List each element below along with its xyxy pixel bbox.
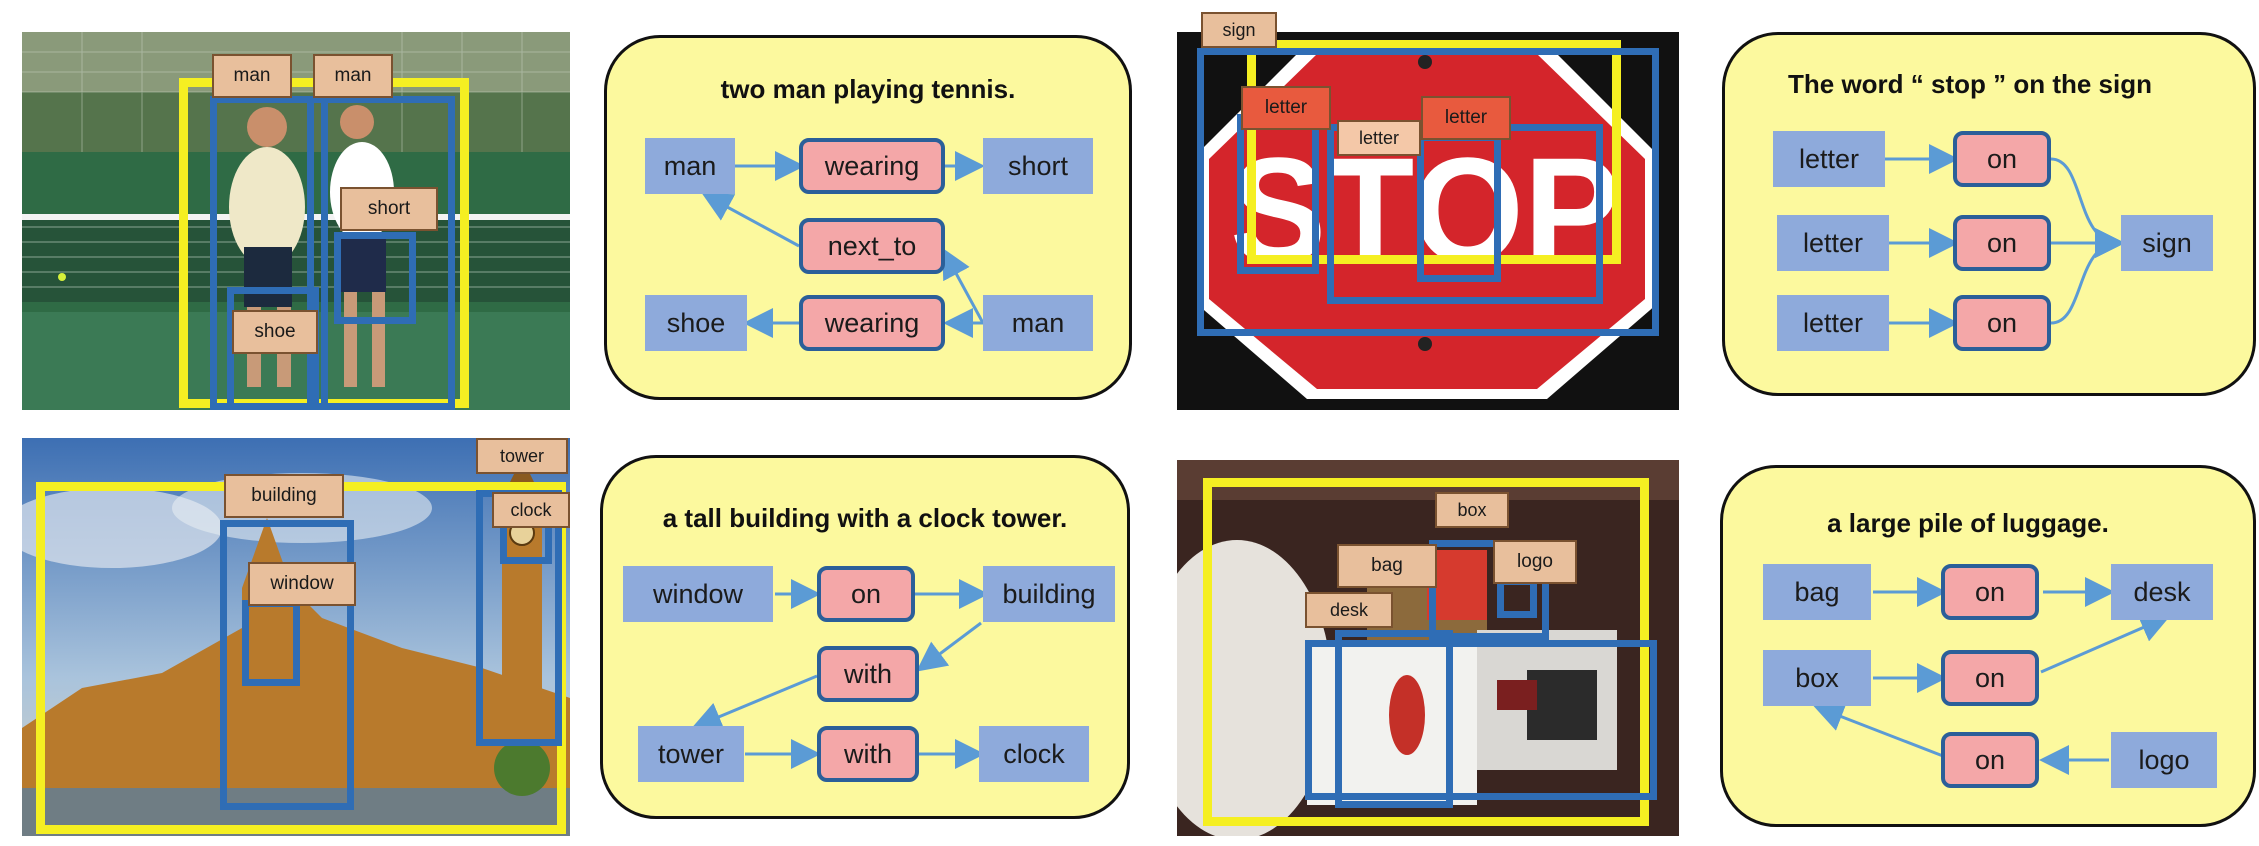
- label-man-2: man: [313, 54, 393, 98]
- node-next-to: next_to: [799, 218, 945, 274]
- caption: The word “ stop ” on the sign: [1788, 69, 2152, 99]
- graph-edges: [691, 579, 989, 769]
- node-on-3: on: [1953, 295, 2051, 351]
- bbox-logo: [1497, 578, 1537, 618]
- node-with-2: with: [817, 726, 919, 782]
- label-letter-2: letter: [1337, 120, 1421, 156]
- node-bag: bag: [1763, 564, 1871, 620]
- node-short: short: [983, 138, 1093, 194]
- node-desk: desk: [2111, 564, 2213, 620]
- scene-graph-panel-tennis: two man playing tennis. man wearing shor…: [604, 35, 1132, 400]
- node-wearing-2: wearing: [799, 295, 945, 351]
- node-logo: logo: [2111, 732, 2217, 788]
- label-box: box: [1435, 492, 1509, 528]
- label-clock: clock: [492, 492, 570, 528]
- graph-edges: [701, 151, 985, 338]
- sign-stop-text: STOP: [1230, 126, 1620, 294]
- bbox-box: [1429, 540, 1549, 640]
- bbox-yellow: [1247, 40, 1621, 264]
- bbox-window: [242, 600, 300, 686]
- label-logo: logo: [1493, 540, 1577, 584]
- node-on: on: [1953, 131, 2051, 187]
- node-with: with: [817, 646, 919, 702]
- node-man: man: [645, 138, 735, 194]
- node-man-2: man: [983, 295, 1093, 351]
- node-letter-2: letter: [1777, 215, 1889, 271]
- node-building: building: [983, 566, 1115, 622]
- scene-graph-panel-stop: The word “ stop ” on the sign letter on …: [1722, 32, 2256, 396]
- bbox-sign: [1197, 48, 1659, 336]
- label-tower: tower: [476, 438, 568, 474]
- label-shoe: shoe: [232, 310, 318, 354]
- scene-graph-panel-luggage: a large pile of luggage. bag on desk box…: [1720, 465, 2256, 827]
- bbox-short: [334, 232, 416, 324]
- node-tower: tower: [638, 726, 744, 782]
- node-shoe: shoe: [645, 295, 747, 351]
- tennis-photo: man man short shoe: [22, 32, 570, 410]
- node-box: box: [1763, 650, 1871, 706]
- node-sign: sign: [2121, 215, 2213, 271]
- node-on-3: on: [1941, 732, 2039, 788]
- scene-graph-panel-parliament: a tall building with a clock tower. wind…: [600, 455, 1130, 819]
- bbox-desk: [1305, 640, 1657, 800]
- label-bag: bag: [1337, 544, 1437, 588]
- node-on: on: [817, 566, 915, 622]
- label-letter-1: letter: [1241, 86, 1331, 130]
- label-short: short: [340, 187, 438, 231]
- bbox-man-right: [307, 96, 455, 410]
- label-sign: sign: [1201, 12, 1277, 48]
- label-man-1: man: [212, 54, 292, 98]
- luggage-photo: box bag logo desk: [1177, 460, 1679, 836]
- label-letter-3: letter: [1421, 96, 1511, 140]
- node-clock: clock: [979, 726, 1089, 782]
- node-on-2: on: [1941, 650, 2039, 706]
- bbox-letter-o: [1417, 134, 1501, 282]
- node-letter-3: letter: [1777, 295, 1889, 351]
- node-wearing: wearing: [799, 138, 945, 194]
- caption: two man playing tennis.: [720, 74, 1016, 104]
- caption: a tall building with a clock tower.: [662, 503, 1068, 533]
- tennis-scene: [22, 32, 570, 410]
- bbox-building: [220, 520, 354, 810]
- node-letter: letter: [1773, 131, 1885, 187]
- bbox-letter-s: [1237, 114, 1319, 274]
- parliament-photo: building window tower clock: [22, 438, 570, 836]
- bbox-yellow: [1203, 478, 1649, 826]
- node-window: window: [623, 566, 773, 622]
- label-window: window: [248, 562, 356, 606]
- node-on-2: on: [1953, 215, 2051, 271]
- label-desk: desk: [1305, 592, 1393, 628]
- node-on: on: [1941, 564, 2039, 620]
- bbox-bag: [1335, 630, 1453, 808]
- caption: a large pile of luggage.: [1827, 508, 2109, 538]
- stop-sign-photo: STOP sign letter letter letter: [1177, 4, 1679, 410]
- label-building: building: [224, 474, 344, 518]
- graph-edges: [1813, 577, 2171, 775]
